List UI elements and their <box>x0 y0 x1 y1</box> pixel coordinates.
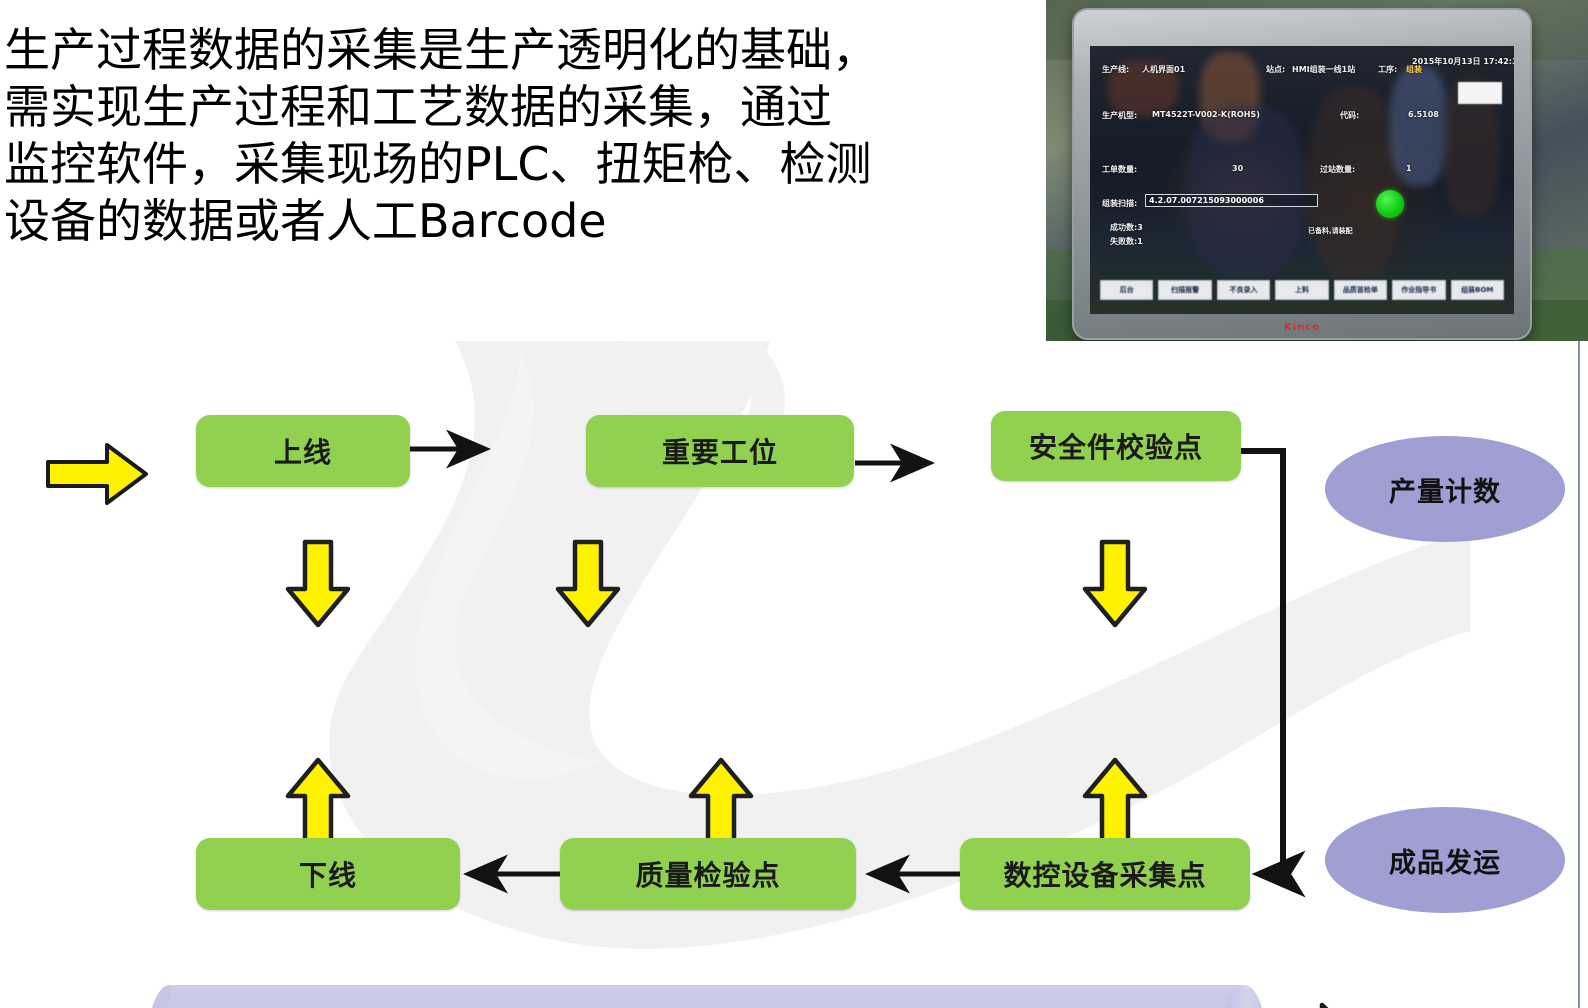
ellipse-chanliang-jishu-label: 产量计数 <box>1389 476 1501 508</box>
ellipse-chengpin-fayun-label: 成品发运 <box>1389 847 1501 879</box>
hmi-button-scan-alarm[interactable]: 扫描报警 <box>1158 280 1212 300</box>
hmi-field-value-line: 人机界面01 <box>1142 65 1186 74</box>
node-zhongyao-gongwei[interactable]: 重要工位 <box>586 415 854 487</box>
hmi-success-count: 成功数:3 <box>1110 223 1143 232</box>
hmi-scan-input[interactable]: 4.2.07.007215093000006 <box>1145 194 1318 207</box>
pipe-body <box>170 985 1244 1008</box>
down-arrow-3-icon <box>1082 539 1148 628</box>
hmi-field-value-model: MT4522T-V002-K(ROHS) <box>1152 110 1260 119</box>
process-flow-diagram: 上线 重要工位 安全件校验点 产量计数 成品发运 数据采集线 <box>0 341 1588 1008</box>
hmi-status-indicator <box>1376 190 1404 218</box>
hmi-button-bom[interactable]: 组装BOM <box>1450 280 1504 300</box>
hmi-field-label-pass-qty: 过站数量: <box>1320 165 1356 174</box>
hmi-button-backstage[interactable]: 后台 <box>1100 280 1154 300</box>
hmi-field-label-order-qty: 工单数量: <box>1102 165 1138 174</box>
right-edge-rule <box>1578 341 1580 1008</box>
entry-arrow-icon <box>46 443 148 505</box>
hmi-brand-logo: Kinco <box>1283 322 1321 333</box>
down-arrow-2-icon <box>555 539 621 628</box>
reflection-white-patch <box>1458 82 1502 104</box>
hmi-field-value-process: 组装 <box>1406 65 1422 74</box>
exit-arrow-icon <box>1319 1002 1329 1008</box>
node-zhiliang-jianyandian-label: 质量检验点 <box>635 859 781 892</box>
hmi-field-value-pass-qty: 1 <box>1406 164 1412 173</box>
reflection-blob-1 <box>1108 60 1178 116</box>
flow-arrow-3 <box>1241 448 1306 898</box>
hmi-field-value-order-qty: 30 <box>1232 164 1244 173</box>
hmi-field-label-model: 生产机型: <box>1102 111 1138 120</box>
hmi-fail-count: 失败数:1 <box>1110 237 1143 246</box>
hmi-button-first-inspection[interactable]: 品质首检单 <box>1333 280 1388 300</box>
hmi-photo: 2015年10月13日 17:42:37 生产线: 人机界面01 站点: HMI… <box>1046 0 1588 341</box>
hmi-field-value-code: 6.5108 <box>1408 110 1439 119</box>
hmi-field-label-code: 代码: <box>1340 111 1360 120</box>
node-zhongyao-gongwei-label: 重要工位 <box>661 436 778 469</box>
hmi-screen: 2015年10月13日 17:42:37 生产线: 人机界面01 站点: HMI… <box>1090 46 1514 314</box>
node-zhiliang-jianyandian[interactable]: 质量检验点 <box>560 838 856 910</box>
node-shangxian-label: 上线 <box>273 436 332 469</box>
hmi-field-label-process: 工序: <box>1378 65 1398 74</box>
up-arrow-2-icon <box>688 757 754 846</box>
pipe-label: 数据采集线 <box>148 985 1266 1008</box>
ellipse-chanliang-jishu[interactable]: 产量计数 <box>1325 436 1565 542</box>
data-collection-pipe: 数据采集线 <box>148 985 1266 1008</box>
hmi-button-defect-entry[interactable]: 不良录入 <box>1216 280 1271 300</box>
reflection-blob-5 <box>1390 66 1448 186</box>
hmi-timestamp: 2015年10月13日 17:42:37 <box>1412 57 1514 66</box>
up-arrow-1-icon <box>285 757 351 846</box>
ellipse-chengpin-fayun[interactable]: 成品发运 <box>1325 807 1565 913</box>
down-arrow-1-icon <box>285 539 351 628</box>
hmi-bezel: 2015年10月13日 17:42:37 生产线: 人机界面01 站点: HMI… <box>1072 8 1532 340</box>
hmi-button-feed[interactable]: 上料 <box>1275 280 1329 300</box>
node-xiaxian-label: 下线 <box>298 859 357 892</box>
hmi-field-value-station: HMI组装一线1站 <box>1292 65 1356 74</box>
hmi-status-note: 已备料,请装配 <box>1308 227 1353 235</box>
hmi-scan-label: 组装扫描: <box>1102 199 1138 208</box>
node-shangxian[interactable]: 上线 <box>196 415 410 487</box>
hmi-button-work-instruction[interactable]: 作业指导书 <box>1392 280 1446 300</box>
hmi-button-row[interactable]: 后台 扫描报警 不良录入 上料 品质首检单 作业指导书 组装BOM <box>1100 280 1504 300</box>
node-xiaxian[interactable]: 下线 <box>196 838 460 910</box>
intro-paragraph: 生产过程数据的采集是生产透明化的基础， 需实现生产过程和工艺数据的采集，通过 监… <box>4 23 878 249</box>
up-arrow-3-icon <box>1082 757 1148 846</box>
reflection-blob-4 <box>1308 86 1400 281</box>
hmi-field-label-station: 站点: <box>1266 65 1286 74</box>
node-anquanjian-jiaoyandian-label: 安全件校验点 <box>1028 431 1203 464</box>
hmi-field-label-line: 生产线: <box>1102 65 1130 74</box>
node-shukong-shebei-caijidian-label: 数控设备采集点 <box>1003 859 1207 892</box>
node-anquanjian-jiaoyandian[interactable]: 安全件校验点 <box>991 411 1241 481</box>
reflection-blob-3 <box>1186 106 1306 276</box>
node-shukong-shebei-caijidian[interactable]: 数控设备采集点 <box>960 838 1250 910</box>
